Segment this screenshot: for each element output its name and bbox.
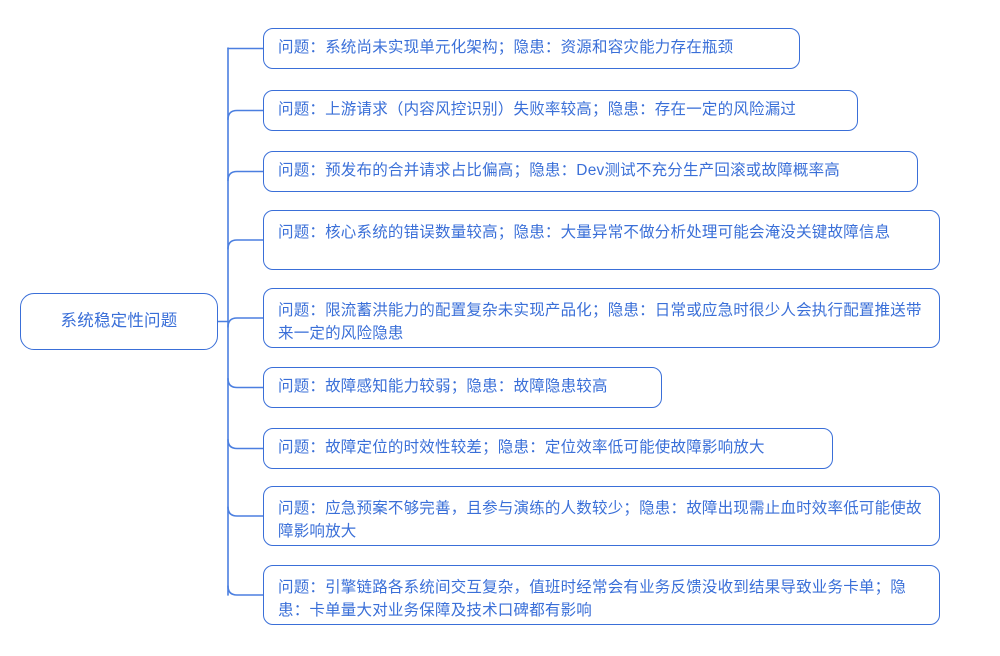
branch-node[interactable]: 问题：引擎链路各系统间交互复杂，值班时经常会有业务反馈没收到结果导致业务卡单；隐…	[263, 565, 940, 625]
connector-branch-3	[227, 170, 264, 182]
branch-node-label: 问题：应急预案不够完善，且参与演练的人数较少；隐患：故障出现需止血时效率低可能使…	[278, 500, 922, 540]
branch-node[interactable]: 问题：限流蓄洪能力的配置复杂未实现产品化；隐患：日常或应急时很少人会执行配置推送…	[263, 288, 940, 348]
branch-node[interactable]: 问题：故障感知能力较弱；隐患：故障隐患较高	[263, 367, 662, 408]
connector-branch-8	[227, 506, 264, 517]
branch-node-label: 问题：系统尚未实现单元化架构；隐患：资源和容灾能力存在瓶颈	[278, 39, 734, 57]
connector-branch-6	[227, 377, 264, 389]
connector-branch-7	[227, 438, 264, 450]
branch-node[interactable]: 问题：预发布的合并请求占比偏高；隐患：Dev测试不充分生产回滚或故障概率高	[263, 151, 918, 192]
branch-node-label: 问题：上游请求（内容风控识别）失败率较高；隐患：存在一定的风险漏过	[278, 101, 797, 119]
branch-node[interactable]: 问题：核心系统的错误数量较高；隐患：大量异常不做分析处理可能会淹没关键故障信息	[263, 210, 940, 270]
branch-node-label: 问题：限流蓄洪能力的配置复杂未实现产品化；隐患：日常或应急时很少人会执行配置推送…	[278, 302, 922, 342]
root-node[interactable]: 系统稳定性问题	[20, 293, 218, 350]
branch-node-label: 问题：引擎链路各系统间交互复杂，值班时经常会有业务反馈没收到结果导致业务卡单；隐…	[278, 579, 907, 619]
branch-node-label: 问题：核心系统的错误数量较高；隐患：大量异常不做分析处理可能会淹没关键故障信息	[278, 224, 891, 241]
branch-node[interactable]: 问题：故障定位的时效性较差；隐患：定位效率低可能使故障影响放大	[263, 428, 833, 469]
connector-branch-5	[227, 317, 264, 328]
connector-branch-9	[227, 585, 264, 596]
branch-node[interactable]: 问题：应急预案不够完善，且参与演练的人数较少；隐患：故障出现需止血时效率低可能使…	[263, 486, 940, 546]
branch-node-label: 问题：故障定位的时效性较差；隐患：定位效率低可能使故障影响放大	[278, 439, 765, 457]
connector-branch-2	[227, 109, 264, 121]
branch-node-label: 问题：故障感知能力较弱；隐患：故障隐患较高	[278, 378, 608, 396]
branch-node-label: 问题：预发布的合并请求占比偏高；隐患：Dev测试不充分生产回滚或故障概率高	[278, 162, 840, 180]
connector-branch-4	[227, 239, 264, 250]
branch-node[interactable]: 问题：系统尚未实现单元化架构；隐患：资源和容灾能力存在瓶颈	[263, 28, 800, 69]
root-node-label: 系统稳定性问题	[60, 312, 178, 331]
branch-node[interactable]: 问题：上游请求（内容风控识别）失败率较高；隐患：存在一定的风险漏过	[263, 90, 858, 131]
